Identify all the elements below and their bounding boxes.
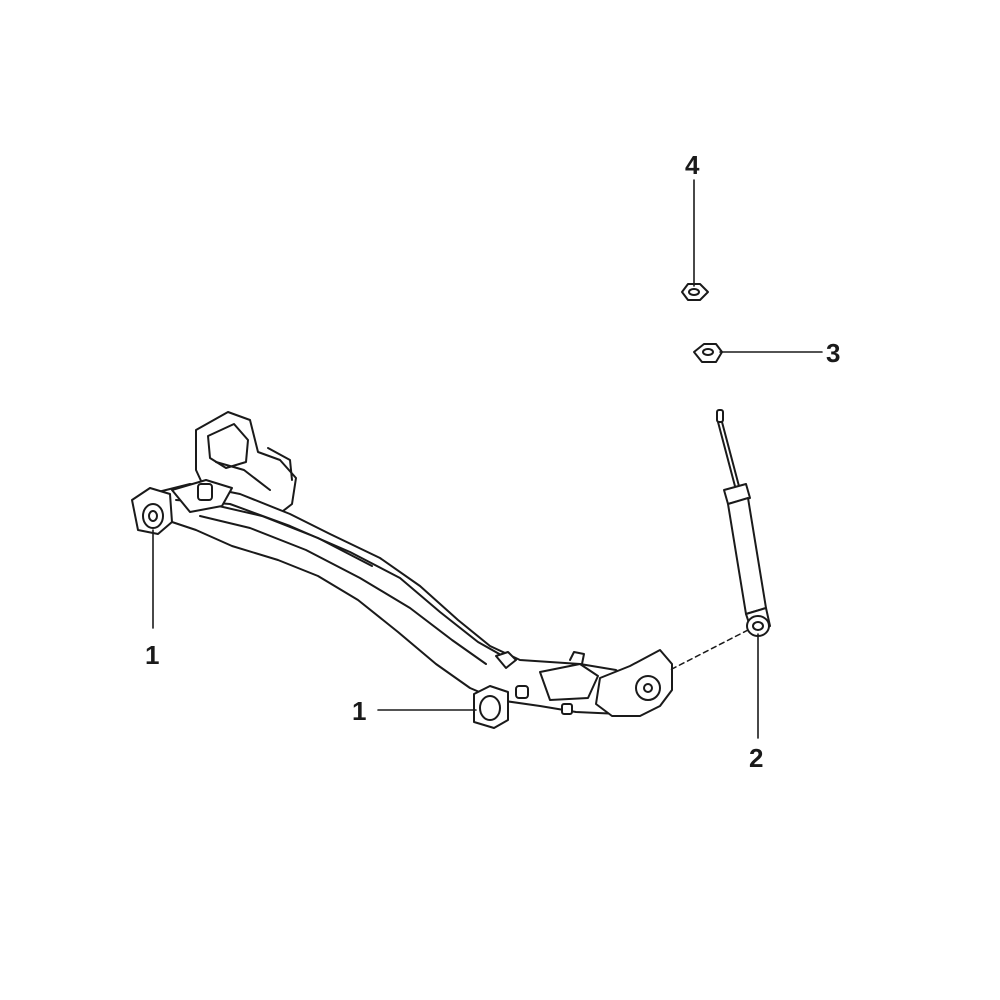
- bushing-left: [131, 487, 173, 535]
- callout-label-3: 3: [826, 338, 841, 368]
- twist-beam-axle: [149, 411, 673, 717]
- callout-label-4: 4: [685, 150, 700, 180]
- right-hub-bracket: [595, 649, 673, 717]
- callout-label-1-right: 1: [352, 696, 367, 726]
- bushing-right: [473, 685, 509, 729]
- shock-absorber: [716, 409, 771, 637]
- assembly-dashed-line: [669, 629, 749, 671]
- callout-label-1-left: 1: [145, 640, 160, 670]
- callout-label-2: 2: [749, 743, 764, 773]
- shock-nut: [681, 283, 709, 301]
- shock-washer: [693, 343, 723, 363]
